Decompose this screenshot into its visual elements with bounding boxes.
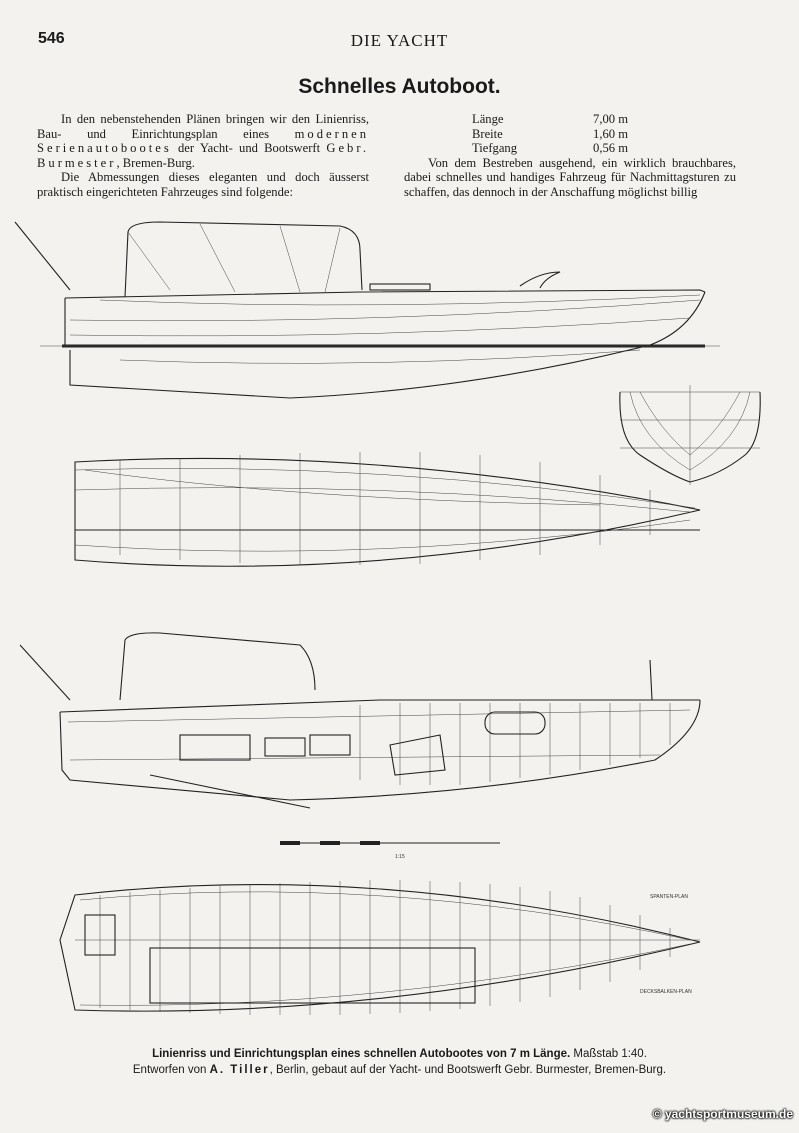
dim-label: Tiefgang bbox=[472, 141, 518, 156]
text: In den nebenstehenden Plänen bringen wir… bbox=[37, 112, 369, 141]
construction-profile bbox=[19, 632, 701, 809]
figure-caption: Linienriss und Einrichtungsplan eines sc… bbox=[0, 1046, 799, 1078]
table-row: Länge 7,00 m bbox=[472, 112, 628, 127]
dimensions-table: Länge 7,00 m Breite 1,60 m Tiefgang 0,56 m bbox=[472, 112, 628, 156]
dim-value: 7,00 m bbox=[593, 112, 628, 126]
deck-plan: SPANTEN-PLAN DECKSBALKEN-PLAN bbox=[59, 880, 701, 1015]
table-row: Breite 1,60 m bbox=[472, 127, 628, 142]
watermark: © yachtsportmuseum.de bbox=[652, 1107, 793, 1121]
page-number: 546 bbox=[38, 30, 65, 47]
article-title: Schnelles Autoboot. bbox=[298, 75, 501, 98]
caption-line-1: Linienriss und Einrichtungsplan eines sc… bbox=[0, 1046, 799, 1062]
designer-name: A. Tiller bbox=[209, 1064, 270, 1076]
text: , Berlin, gebaut auf der Yacht- und Boot… bbox=[269, 1064, 667, 1076]
body-plan bbox=[619, 385, 761, 485]
left-column: In den nebenstehenden Plänen bringen wir… bbox=[37, 112, 369, 200]
spanten-plan-label: SPANTEN-PLAN bbox=[650, 894, 688, 900]
paragraph: In den nebenstehenden Plänen bringen wir… bbox=[37, 112, 369, 170]
dim-value: 1,60 m bbox=[593, 126, 628, 141]
scale-bar: 1:15 bbox=[280, 841, 500, 860]
caption-scale: Maßstab 1:40. bbox=[573, 1048, 647, 1060]
text: , Bremen-Burg. bbox=[116, 155, 195, 170]
caption-title: Linienriss und Einrichtungsplan eines sc… bbox=[152, 1048, 571, 1060]
half-breadth-plan bbox=[74, 452, 701, 567]
decksbalken-plan-label: DECKSBALKEN-PLAN bbox=[640, 989, 692, 995]
text-spaced: modernen Serienautobootes bbox=[37, 126, 369, 156]
caption-line-2: Entworfen von A. Tiller, Berlin, gebaut … bbox=[0, 1062, 799, 1078]
text-spaced: Gebr. Burmester bbox=[37, 141, 369, 170]
dim-label: Länge bbox=[472, 112, 504, 126]
paragraph: Von dem Bestreben ausgehend, ein wirklic… bbox=[404, 155, 736, 199]
dim-label: Breite bbox=[472, 126, 503, 141]
profile-lines-plan bbox=[14, 221, 720, 399]
text: der Yacht- und Bootswerft bbox=[171, 141, 327, 156]
paragraph: Die Abmessungen dieses eleganten und doc… bbox=[37, 170, 369, 199]
text: Entworfen von bbox=[132, 1064, 210, 1076]
table-row: Tiefgang 0,56 m bbox=[472, 141, 628, 156]
journal-title: DIE YACHT bbox=[350, 31, 449, 50]
dim-value: 0,56 m bbox=[593, 141, 628, 156]
scale-label: 1:15 bbox=[395, 854, 405, 860]
